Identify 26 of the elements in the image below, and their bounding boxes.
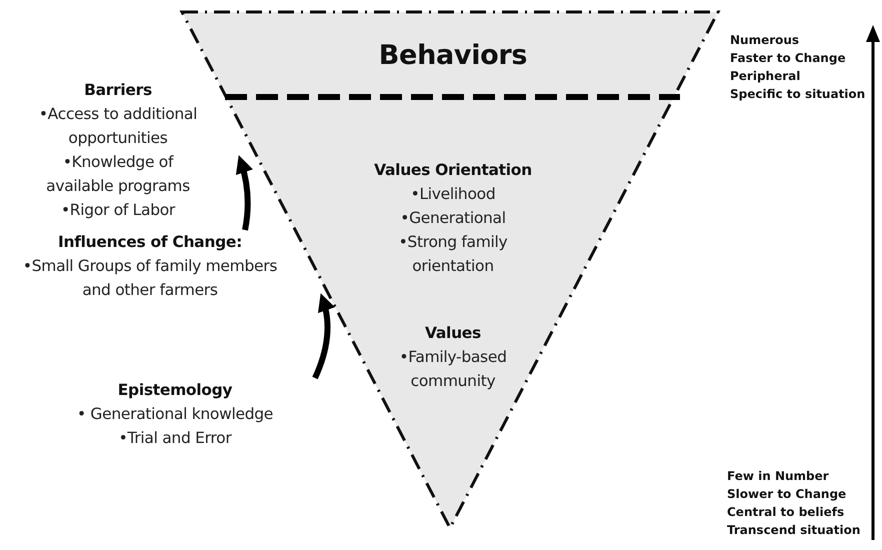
bullet-text: •Generational xyxy=(399,208,507,229)
bullet-text: •Rigor of Labor xyxy=(60,200,176,221)
trait-label: Peripheral xyxy=(730,68,800,85)
curved-arrow xyxy=(236,155,253,231)
bullet-text: •Family-based community xyxy=(398,347,508,392)
bullet-text: •Trial and Error xyxy=(118,428,233,449)
heading-text: Values Orientation xyxy=(373,160,533,181)
bullet-text: •Strong family orientation xyxy=(398,232,508,277)
bullet-text: • Generational knowledge xyxy=(76,404,274,425)
trait-label: Slower to Change xyxy=(727,486,846,503)
heading-text: Epistemology xyxy=(116,380,234,401)
heading-text: Barriers xyxy=(83,80,153,101)
trait-label: Numerous xyxy=(730,32,800,49)
trait-label: Few in Number xyxy=(727,468,829,485)
trait-label: Central to beliefs xyxy=(727,504,844,521)
heading-text: Behaviors xyxy=(378,39,528,73)
heading-text: Values xyxy=(424,323,482,344)
trait-label: Transcend situation xyxy=(727,522,860,539)
bullet-text: •Livelihood xyxy=(410,184,496,205)
curved-arrow xyxy=(312,293,335,380)
trait-label: Faster to Change xyxy=(730,50,846,67)
heading-text: Influences of Change: xyxy=(57,232,243,253)
bullet-text: •Small Groups of family members and other farmers xyxy=(22,256,278,301)
trait-label: Specific to situation xyxy=(730,86,866,103)
bullet-text: •Access to additional opportunities xyxy=(38,104,198,149)
bullet-text: •Knowledge of available programs xyxy=(45,152,191,197)
